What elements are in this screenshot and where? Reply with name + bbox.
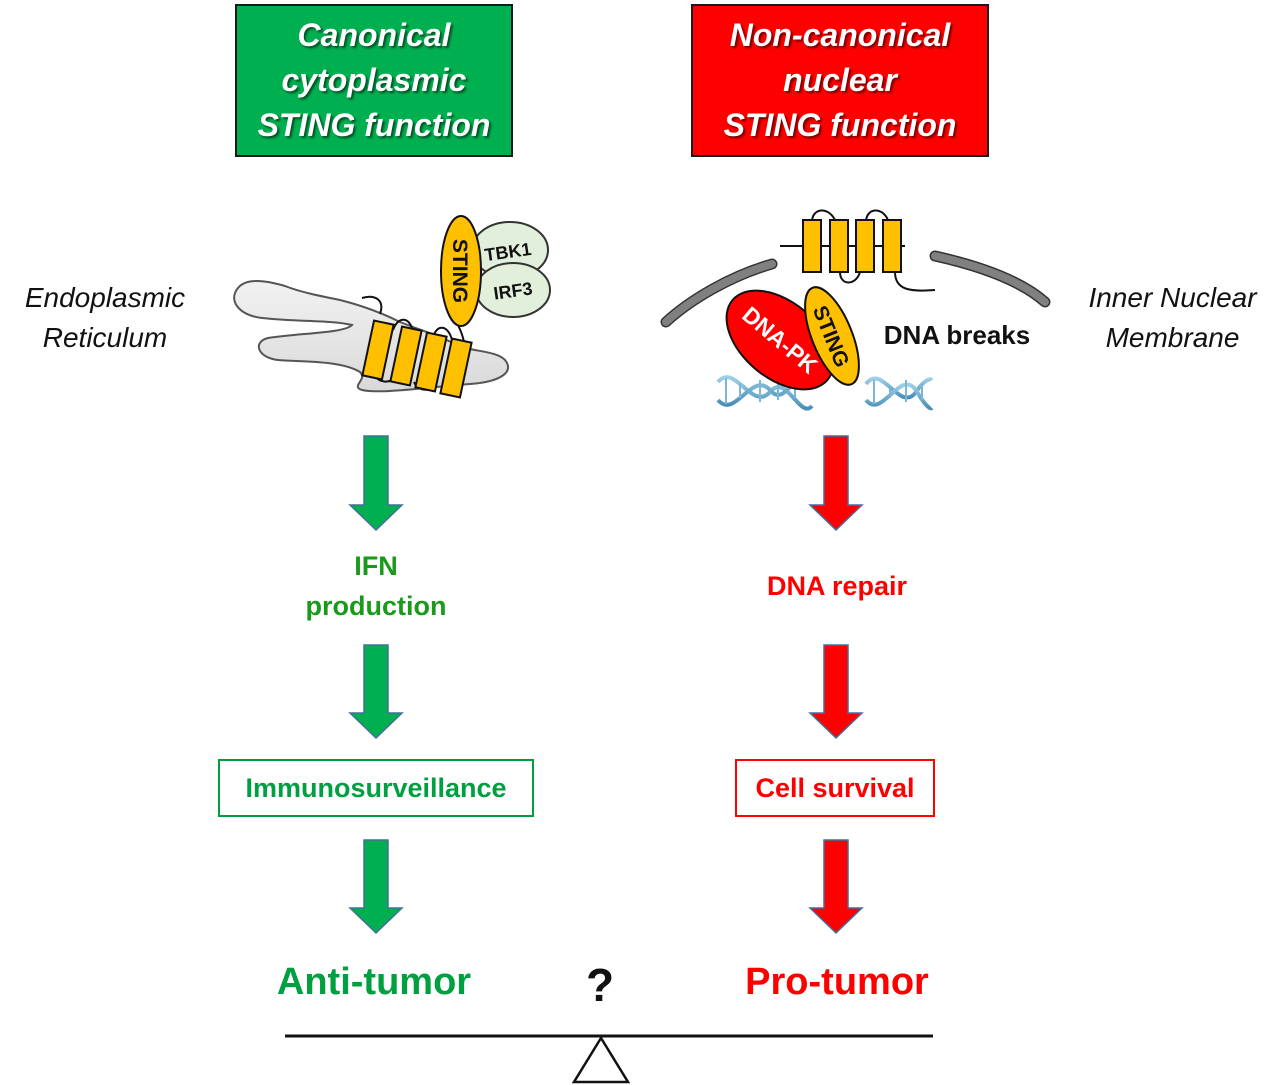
inm-label-line2: Membrane — [1105, 322, 1240, 353]
down-arrow-icon-2 — [348, 644, 404, 740]
cell-survival-box: Cell survival — [735, 759, 935, 817]
er-sting-oval — [440, 215, 482, 327]
nuclear-membrane — [660, 250, 1051, 328]
er-label-line2: Reticulum — [42, 322, 168, 353]
immunosurveillance-box: Immunosurveillance — [218, 759, 534, 817]
noncanonical-header-line2: nuclear — [783, 62, 897, 98]
dna-helix-icon-2 — [864, 376, 934, 411]
canonical-header-line1: Canonical — [297, 17, 451, 53]
noncanonical-header-line3: STING function — [723, 107, 957, 143]
pro-tumor-label: Pro-tumor — [745, 961, 929, 1003]
dna-repair-label: DNA repair — [766, 571, 908, 601]
noncanonical-header-box: Non-canonical nuclear STING function — [691, 4, 989, 157]
noncanonical-header-line1: Non-canonical — [729, 17, 951, 53]
balance-question-mark: ? — [585, 959, 615, 1011]
down-arrow-icon-5 — [808, 644, 864, 740]
er-sting-transmembrane — [361, 295, 473, 399]
down-arrow-icon-4 — [808, 435, 864, 532]
ifn-production-label: IFN production — [276, 546, 476, 626]
canonical-header-box: Canonical cytoplasmic STING function — [235, 4, 513, 157]
er-label: Endoplasmic Reticulum — [10, 278, 200, 358]
cell-survival-label: Cell survival — [755, 772, 915, 803]
immunosurveillance-label: Immunosurveillance — [245, 772, 507, 803]
membrane-helix-icon — [780, 209, 936, 292]
down-arrow-icon-3 — [348, 839, 404, 935]
canonical-header-line3: STING function — [257, 107, 491, 143]
dna-breaks-label: DNA breaks — [884, 320, 1030, 350]
down-arrow-icon — [348, 435, 404, 532]
ifn-production-line2: production — [305, 591, 447, 621]
down-arrow-icon-6 — [808, 839, 864, 935]
inm-label: Inner Nuclear Membrane — [1070, 278, 1275, 358]
er-sting-label: STING — [448, 239, 471, 303]
ifn-production-line1: IFN — [354, 551, 398, 581]
inm-label-line1: Inner Nuclear — [1088, 282, 1257, 313]
er-label-line1: Endoplasmic — [24, 282, 186, 313]
balance-fulcrum-icon — [571, 1035, 631, 1084]
anti-tumor-label: Anti-tumor — [276, 961, 472, 1003]
nuclear-sting-oval — [804, 286, 860, 386]
canonical-header-line2: cytoplasmic — [281, 62, 467, 98]
